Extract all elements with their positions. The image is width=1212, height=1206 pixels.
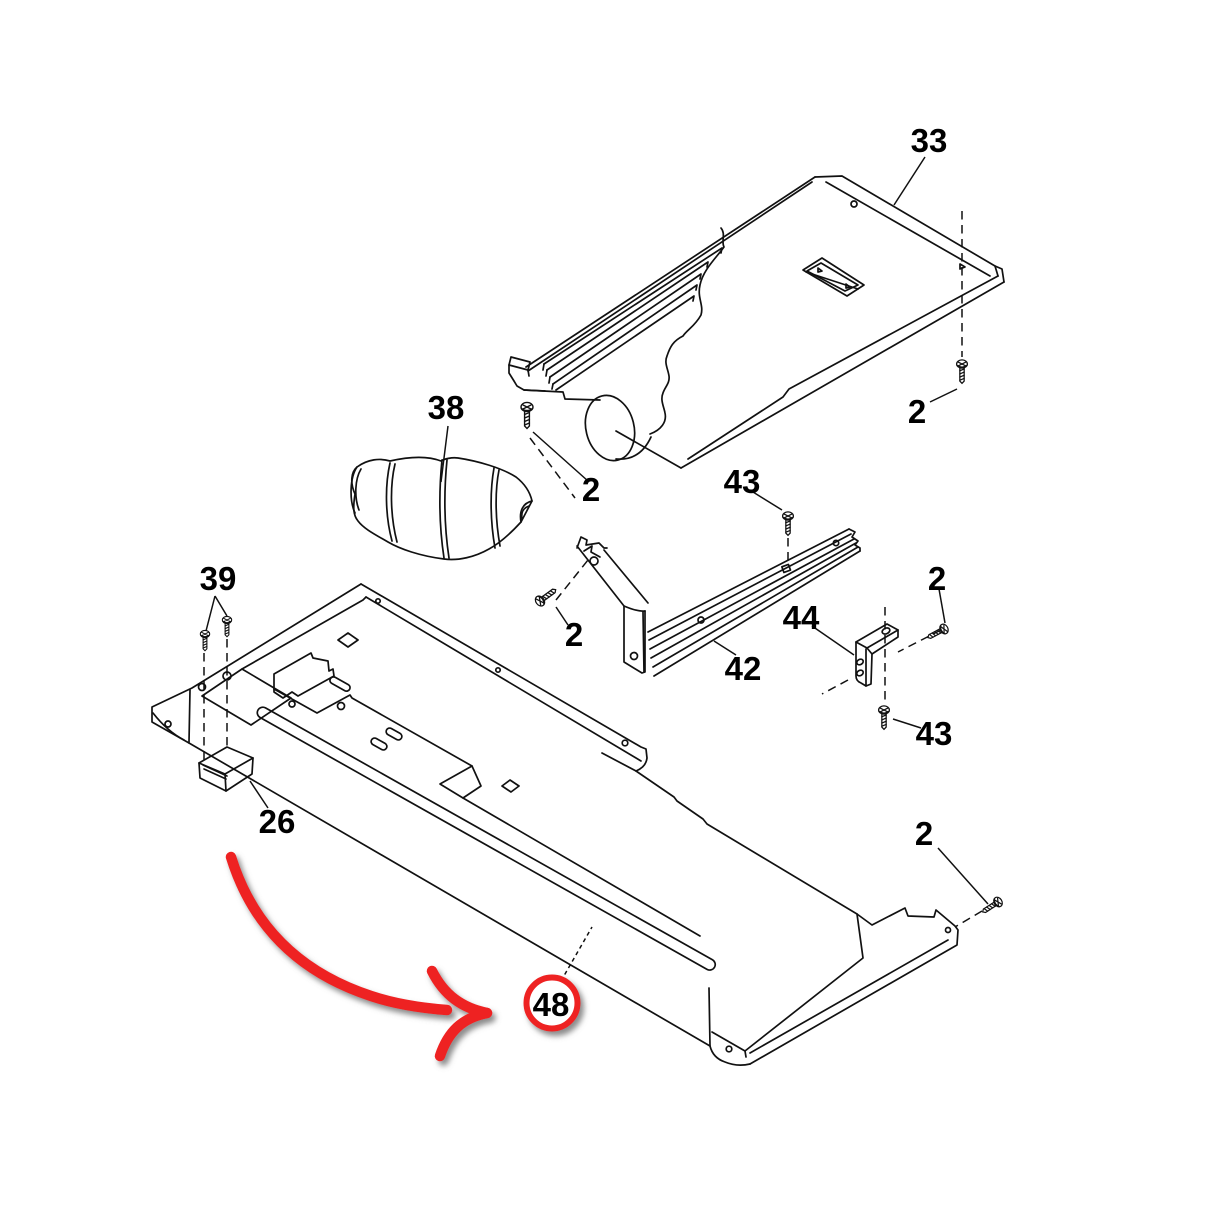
svg-text:43: 43 [916,715,953,752]
svg-text:38: 38 [428,389,465,426]
svg-text:44: 44 [783,599,820,636]
svg-text:43: 43 [724,463,761,500]
svg-text:48: 48 [533,986,570,1023]
svg-text:2: 2 [915,815,933,852]
svg-text:2: 2 [928,560,946,597]
svg-text:26: 26 [259,803,296,840]
svg-text:33: 33 [911,122,948,159]
svg-text:2: 2 [908,393,926,430]
svg-text:2: 2 [582,471,600,508]
svg-text:42: 42 [725,650,762,687]
svg-text:39: 39 [200,560,237,597]
svg-text:2: 2 [565,616,583,653]
